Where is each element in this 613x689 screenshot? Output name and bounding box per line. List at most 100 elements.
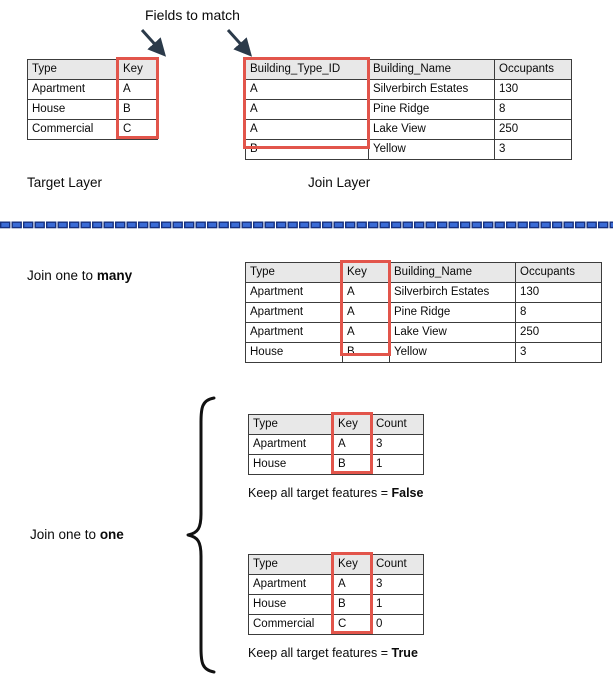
column-header: Count <box>371 554 424 575</box>
keep-all-true-caption-value: True <box>391 646 418 660</box>
one-to-one-true-table: Type Key Count Apartment A 3 House B 1 C… <box>248 554 424 635</box>
cell-key: B <box>118 99 158 120</box>
target-layer-caption: Target Layer <box>27 175 103 190</box>
cell-type: House <box>245 342 343 363</box>
table-row: A Lake View 250 <box>245 119 572 140</box>
cell-building-type-id: A <box>245 119 369 140</box>
one-to-one-false-table: Type Key Count Apartment A 3 House B 1 <box>248 414 424 475</box>
cell-key: C <box>333 614 372 635</box>
column-header: Key <box>118 59 158 80</box>
cell-type: Commercial <box>248 614 334 635</box>
cell-key: A <box>333 574 372 595</box>
cell-building-name: Pine Ridge <box>389 302 516 323</box>
cell-count: 1 <box>371 594 424 615</box>
cell-building-name: Lake View <box>368 119 495 140</box>
cell-count: 3 <box>371 574 424 595</box>
cell-building-type-id: A <box>245 99 369 120</box>
column-header: Type <box>248 414 334 435</box>
cell-occupants: 3 <box>515 342 602 363</box>
table-row: Apartment A 3 <box>248 434 424 455</box>
cell-type: House <box>248 594 334 615</box>
cell-occupants: 130 <box>515 282 602 303</box>
table-row: A Pine Ridge 8 <box>245 99 572 120</box>
cell-building-type-id: B <box>245 139 369 160</box>
table-row: B Yellow 3 <box>245 139 572 160</box>
cell-building-name: Silverbirch Estates <box>389 282 516 303</box>
join-one-to-many-label-prefix: Join one to <box>27 268 97 283</box>
cell-type: Apartment <box>248 574 334 595</box>
keep-all-false-caption-value: False <box>391 486 424 500</box>
cell-key: A <box>118 79 158 100</box>
join-one-to-many-label: Join one to many <box>27 269 132 283</box>
cell-count: 3 <box>371 434 424 455</box>
keep-all-false-caption-prefix: Keep all target features = <box>248 486 392 500</box>
table-row: Commercial C 0 <box>248 614 424 635</box>
cell-key: A <box>333 434 372 455</box>
column-header: Building_Type_ID <box>245 59 369 80</box>
cell-occupants: 250 <box>515 322 602 343</box>
arrow-to-join-key <box>226 28 253 57</box>
table-header-row: Type Key Building_Name Occupants <box>245 262 602 283</box>
table-row: A Silverbirch Estates 130 <box>245 79 572 100</box>
cell-building-name: Yellow <box>389 342 516 363</box>
cell-building-name: Silverbirch Estates <box>368 79 495 100</box>
table-header-row: Type Key Count <box>248 414 424 435</box>
cell-type: Apartment <box>245 282 343 303</box>
cell-building-name: Lake View <box>389 322 516 343</box>
column-header: Type <box>245 262 343 283</box>
column-header: Occupants <box>494 59 572 80</box>
table-row: House B <box>27 99 158 120</box>
join-one-to-one-label-prefix: Join one to <box>30 527 100 542</box>
one-to-many-result-table: Type Key Building_Name Occupants Apartme… <box>245 262 602 363</box>
cell-occupants: 3 <box>494 139 572 160</box>
cell-count: 0 <box>371 614 424 635</box>
table-row: Apartment A Pine Ridge 8 <box>245 302 602 323</box>
cell-key: A <box>342 302 390 323</box>
fields-to-match-annotation: Fields to match <box>145 7 240 23</box>
table-row: House B 1 <box>248 594 424 615</box>
target-layer-table: Type Key Apartment A House B Commercial … <box>27 59 158 140</box>
keep-all-true-caption: Keep all target features = True <box>248 647 418 660</box>
cell-type: House <box>27 99 119 120</box>
table-row: Apartment A Lake View 250 <box>245 322 602 343</box>
cell-key: C <box>118 119 158 140</box>
keep-all-true-caption-prefix: Keep all target features = <box>248 646 392 660</box>
column-header: Key <box>333 414 372 435</box>
cell-type: Commercial <box>27 119 119 140</box>
join-one-to-one-label: Join one to one <box>30 528 124 542</box>
join-one-to-many-label-bold: many <box>96 268 133 283</box>
cell-type: Apartment <box>27 79 119 100</box>
column-header: Building_Name <box>368 59 495 80</box>
cell-occupants: 8 <box>494 99 572 120</box>
cell-key: A <box>342 282 390 303</box>
column-header: Type <box>27 59 119 80</box>
cell-building-name: Pine Ridge <box>368 99 495 120</box>
table-row: Apartment A <box>27 79 158 100</box>
cell-occupants: 250 <box>494 119 572 140</box>
column-header: Occupants <box>515 262 602 283</box>
table-header-row: Building_Type_ID Building_Name Occupants <box>245 59 572 80</box>
table-row: House B 1 <box>248 454 424 475</box>
table-header-row: Type Key Count <box>248 554 424 575</box>
cell-type: House <box>248 454 334 475</box>
join-layer-table: Building_Type_ID Building_Name Occupants… <box>245 59 572 160</box>
cell-type: Apartment <box>245 302 343 323</box>
join-one-to-one-label-bold: one <box>99 527 124 542</box>
column-header: Key <box>333 554 372 575</box>
keep-all-false-caption: Keep all target features = False <box>248 487 423 500</box>
cell-type: Apartment <box>248 434 334 455</box>
cell-key: A <box>342 322 390 343</box>
section-divider <box>0 220 613 231</box>
column-header: Type <box>248 554 334 575</box>
column-header: Count <box>371 414 424 435</box>
table-row: Commercial C <box>27 119 158 140</box>
arrow-to-target-key <box>140 28 167 57</box>
column-header: Key <box>342 262 390 283</box>
cell-count: 1 <box>371 454 424 475</box>
cell-building-type-id: A <box>245 79 369 100</box>
cell-key: B <box>333 454 372 475</box>
table-header-row: Type Key <box>27 59 158 80</box>
curly-brace <box>186 396 216 674</box>
cell-building-name: Yellow <box>368 139 495 160</box>
table-row: House B Yellow 3 <box>245 342 602 363</box>
